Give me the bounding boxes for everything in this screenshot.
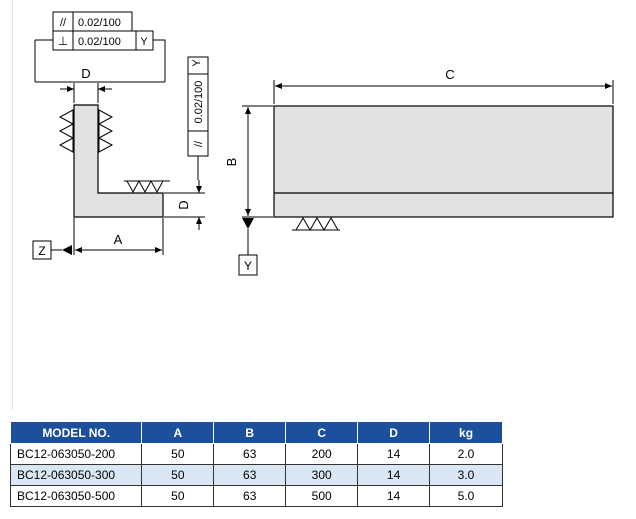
cell-kg: 2.0 <box>429 443 503 465</box>
cell-model: BC12-063050-300 <box>9 464 143 486</box>
dimension-d-side: D <box>164 180 205 230</box>
dimension-a-label: A <box>114 232 123 247</box>
dimension-b: B <box>224 105 273 218</box>
cell-kg: 5.0 <box>429 485 503 507</box>
dimension-c: C <box>273 67 614 104</box>
datum-y: Y <box>238 218 258 276</box>
ground-mark-bottom <box>292 217 340 231</box>
header-d: D <box>357 421 431 444</box>
cell-kg: 3.0 <box>429 464 503 486</box>
cell-c: 500 <box>285 485 359 507</box>
vertical-parallelism-value: 0.02/100 <box>193 81 205 124</box>
parallelism-frame: // 0.02/100 <box>52 11 133 32</box>
header-a: A <box>141 421 215 444</box>
perpendicularity-datum: Y <box>140 36 148 48</box>
dimension-a: A <box>73 218 164 255</box>
dimension-c-label: C <box>445 67 454 82</box>
vertical-parallelism-frame: Y 0.02/100 // <box>187 56 209 180</box>
header-kg: kg <box>429 421 503 444</box>
ground-mark-left <box>58 109 74 153</box>
cell-b: 63 <box>213 443 287 465</box>
cell-a: 50 <box>141 485 215 507</box>
technical-drawing: // 0.02/100 ⊥ 0.02/100 Y D <box>32 11 614 276</box>
cell-c: 200 <box>285 443 359 465</box>
dimension-b-label: B <box>224 158 239 167</box>
front-view-body <box>273 105 614 218</box>
cell-a: 50 <box>141 464 215 486</box>
header-b: B <box>213 421 287 444</box>
table-row: BC12-063050-500 50 63 500 14 5.0 <box>9 485 503 507</box>
cell-a: 50 <box>141 443 215 465</box>
model-spec-table: MODEL NO. A B C D kg BC12-063050-200 50 … <box>9 421 503 507</box>
cell-model: BC12-063050-200 <box>9 443 143 465</box>
cell-b: 63 <box>213 485 287 507</box>
l-profile <box>73 104 164 218</box>
parallelism-value: 0.02/100 <box>78 17 121 29</box>
dimension-d-top: D <box>60 66 112 103</box>
datum-z-label: Z <box>38 244 45 258</box>
cell-d: 14 <box>357 443 431 465</box>
cell-d: 14 <box>357 464 431 486</box>
tolerance-leaders <box>34 39 166 83</box>
page-left-rule <box>12 0 13 410</box>
datum-z: Z <box>32 240 72 260</box>
perpendicular-symbol: ⊥ <box>58 34 68 48</box>
table-row: BC12-063050-300 50 63 300 14 3.0 <box>9 464 503 486</box>
cell-c: 300 <box>285 464 359 486</box>
header-c: C <box>285 421 359 444</box>
datum-y-label: Y <box>244 259 252 273</box>
perpendicularity-value: 0.02/100 <box>78 36 121 48</box>
vertical-parallelism-datum: Y <box>191 59 203 67</box>
cell-model: BC12-063050-500 <box>9 485 143 507</box>
dimension-d-top-label: D <box>81 66 90 81</box>
perpendicularity-frame: ⊥ 0.02/100 Y <box>52 30 154 51</box>
ground-mark-top <box>124 179 170 194</box>
dimension-d-side-label: D <box>176 200 191 209</box>
cell-b: 63 <box>213 464 287 486</box>
ground-mark-right <box>98 109 114 153</box>
header-model-no: MODEL NO. <box>9 421 143 444</box>
vertical-parallel-symbol: // <box>193 140 205 147</box>
parallel-symbol: // <box>60 17 67 29</box>
table-row: BC12-063050-200 50 63 200 14 2.0 <box>9 443 503 465</box>
table-header-row: MODEL NO. A B C D kg <box>9 421 503 444</box>
cell-d: 14 <box>357 485 431 507</box>
